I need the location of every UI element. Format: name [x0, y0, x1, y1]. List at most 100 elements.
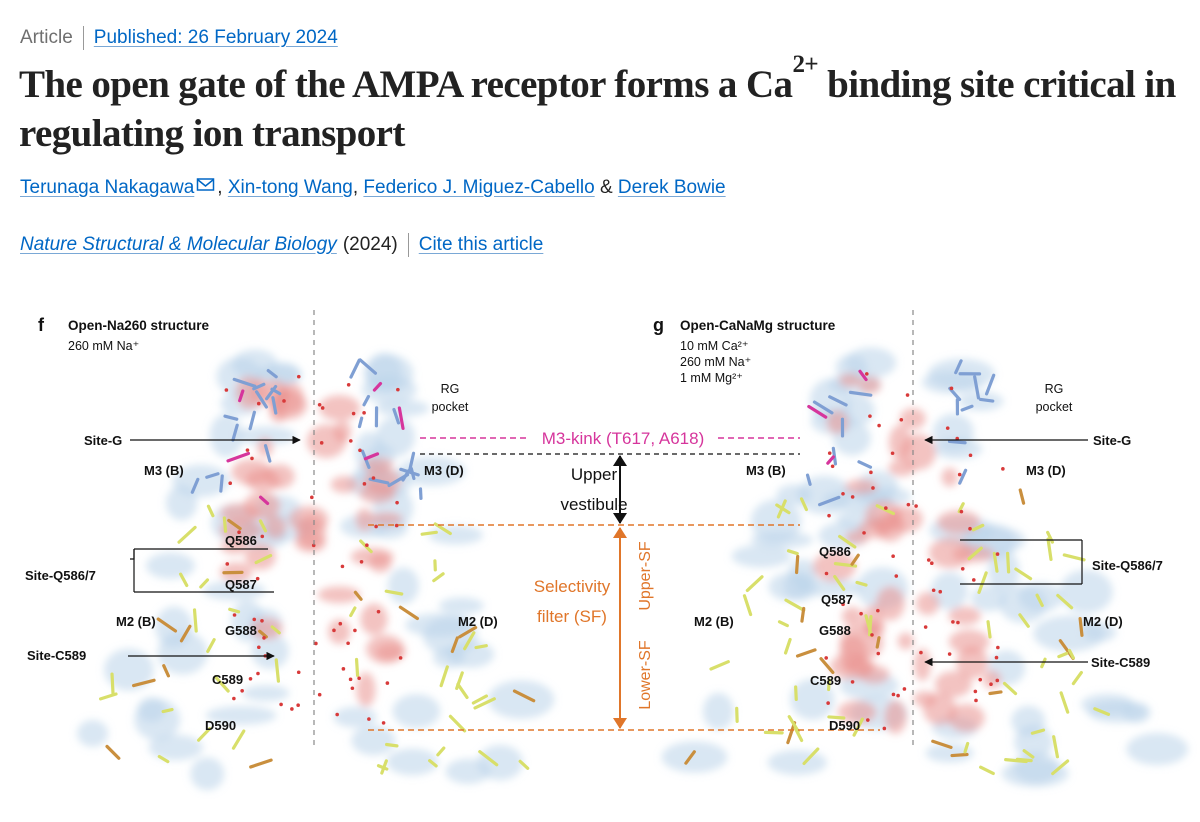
ion-dot — [225, 562, 230, 566]
ion-dot — [317, 403, 322, 407]
panel-g-site-g: Site-G — [1093, 433, 1131, 448]
ion-dot — [228, 481, 233, 486]
ion-dot — [945, 426, 950, 430]
residue-stick — [271, 396, 278, 415]
ion-dot — [923, 625, 928, 629]
ion-dot — [876, 608, 880, 613]
author-link-1[interactable]: Terunaga Nakagawa — [20, 177, 195, 198]
journal-line: Nature Structural & Molecular Biology (2… — [20, 233, 543, 257]
author-link-2[interactable]: Xin-tong Wang — [227, 177, 353, 198]
structure-figure: M3-kink (T617, A618) Upper vestibule Sel… — [25, 310, 1189, 791]
residue-stick — [986, 620, 992, 639]
ion-dot — [905, 393, 910, 397]
residue-stick — [1015, 757, 1033, 763]
journal-year: (2024) — [342, 234, 398, 255]
ion-dot — [362, 411, 366, 415]
ion-dot — [296, 670, 301, 675]
email-icon[interactable] — [196, 177, 216, 199]
ion-dot — [891, 692, 896, 697]
residue-stick — [1022, 749, 1035, 759]
panel-f-q587: Q587 — [225, 577, 257, 592]
ion-dot — [978, 677, 983, 682]
ion-dot — [250, 456, 254, 461]
ion-dot — [951, 620, 955, 624]
title-part-1: The open gate of the AMPA receptor forms… — [19, 63, 793, 106]
ion-dot — [826, 701, 830, 705]
ion-dot — [359, 559, 364, 564]
upper-vestibule-label-2: vestibule — [560, 495, 627, 514]
residue-stick — [433, 522, 452, 536]
residue-stick — [833, 574, 846, 591]
author-link-3[interactable]: Federico J. Miguez-Cabello — [363, 177, 595, 198]
ion-dot — [1001, 467, 1005, 471]
residue-stick — [1006, 551, 1011, 574]
residue-stick — [258, 519, 268, 533]
residue-stick — [799, 497, 808, 512]
ion-dot — [335, 712, 339, 717]
panel-g-q587: Q587 — [821, 592, 853, 607]
ion-dot — [949, 386, 954, 391]
residue-stick — [384, 589, 404, 596]
ion-dot — [947, 652, 952, 656]
ion-dot — [396, 387, 400, 392]
author-link-4[interactable]: Derek Bowie — [617, 177, 726, 198]
selectivity-filter-label-1: Selectivity — [534, 577, 611, 596]
ion-dot — [311, 543, 316, 548]
ion-dot — [310, 495, 314, 500]
residue-stick — [1052, 735, 1060, 759]
ion-dot — [256, 401, 261, 406]
residue-stick — [819, 657, 835, 675]
residue-stick — [349, 606, 357, 618]
cite-article-link[interactable]: Cite this article — [418, 234, 544, 255]
ion-dot — [956, 620, 960, 625]
residue-stick — [971, 523, 985, 532]
vestibule-arrow-head-up — [613, 455, 627, 466]
residue-stick — [231, 423, 239, 442]
residue-stick — [1035, 593, 1044, 608]
ion-dot — [931, 588, 936, 593]
panel-g-leaders — [924, 435, 1088, 667]
residue-stick — [967, 546, 983, 561]
residue-stick — [448, 714, 467, 733]
residue-stick — [1046, 537, 1053, 562]
ion-dot — [282, 399, 286, 403]
ion-dot — [376, 609, 381, 614]
panel-f-title: Open-Na260 structure — [68, 318, 210, 333]
ion-dot — [968, 453, 973, 458]
residue-stick — [1057, 651, 1069, 659]
ion-dot — [224, 388, 229, 392]
ion-dot — [394, 523, 399, 528]
residue-stick — [850, 553, 860, 566]
ion-dot — [362, 482, 367, 486]
sf-arrow-head-up — [613, 527, 627, 538]
ion-dot — [899, 417, 904, 422]
ion-dot — [973, 689, 978, 694]
residue-stick — [177, 525, 197, 544]
residue-stick — [827, 715, 846, 720]
ion-dot — [290, 707, 294, 711]
residue-stick — [958, 468, 968, 485]
ion-dot — [957, 472, 962, 477]
residue-stick — [1067, 648, 1075, 660]
residue-stick — [800, 606, 806, 623]
residue-stick — [254, 390, 268, 409]
residue-stick — [363, 452, 380, 461]
residue-stick — [226, 451, 251, 463]
ion-dot — [866, 718, 870, 722]
ion-dot — [974, 698, 978, 703]
residue-stick — [219, 474, 224, 493]
panel-g-title: Open-CaNaMg structure — [680, 318, 836, 333]
journal-link[interactable]: Nature Structural & Molecular Biology — [20, 234, 337, 255]
ion-dot — [830, 464, 835, 469]
ion-dot — [960, 566, 965, 571]
residue-stick — [270, 625, 281, 635]
title-part-2: binding site critical in regulating ion … — [19, 63, 1176, 155]
residue-stick — [458, 625, 478, 639]
ion-dot — [260, 534, 265, 539]
residue-stick — [436, 746, 446, 757]
residue-stick — [794, 554, 800, 575]
residue-stick — [1059, 691, 1070, 714]
published-date-link[interactable]: Published: 26 February 2024 — [93, 27, 338, 48]
article-title: The open gate of the AMPA receptor forms… — [19, 52, 1189, 158]
residue-stick — [979, 765, 995, 776]
